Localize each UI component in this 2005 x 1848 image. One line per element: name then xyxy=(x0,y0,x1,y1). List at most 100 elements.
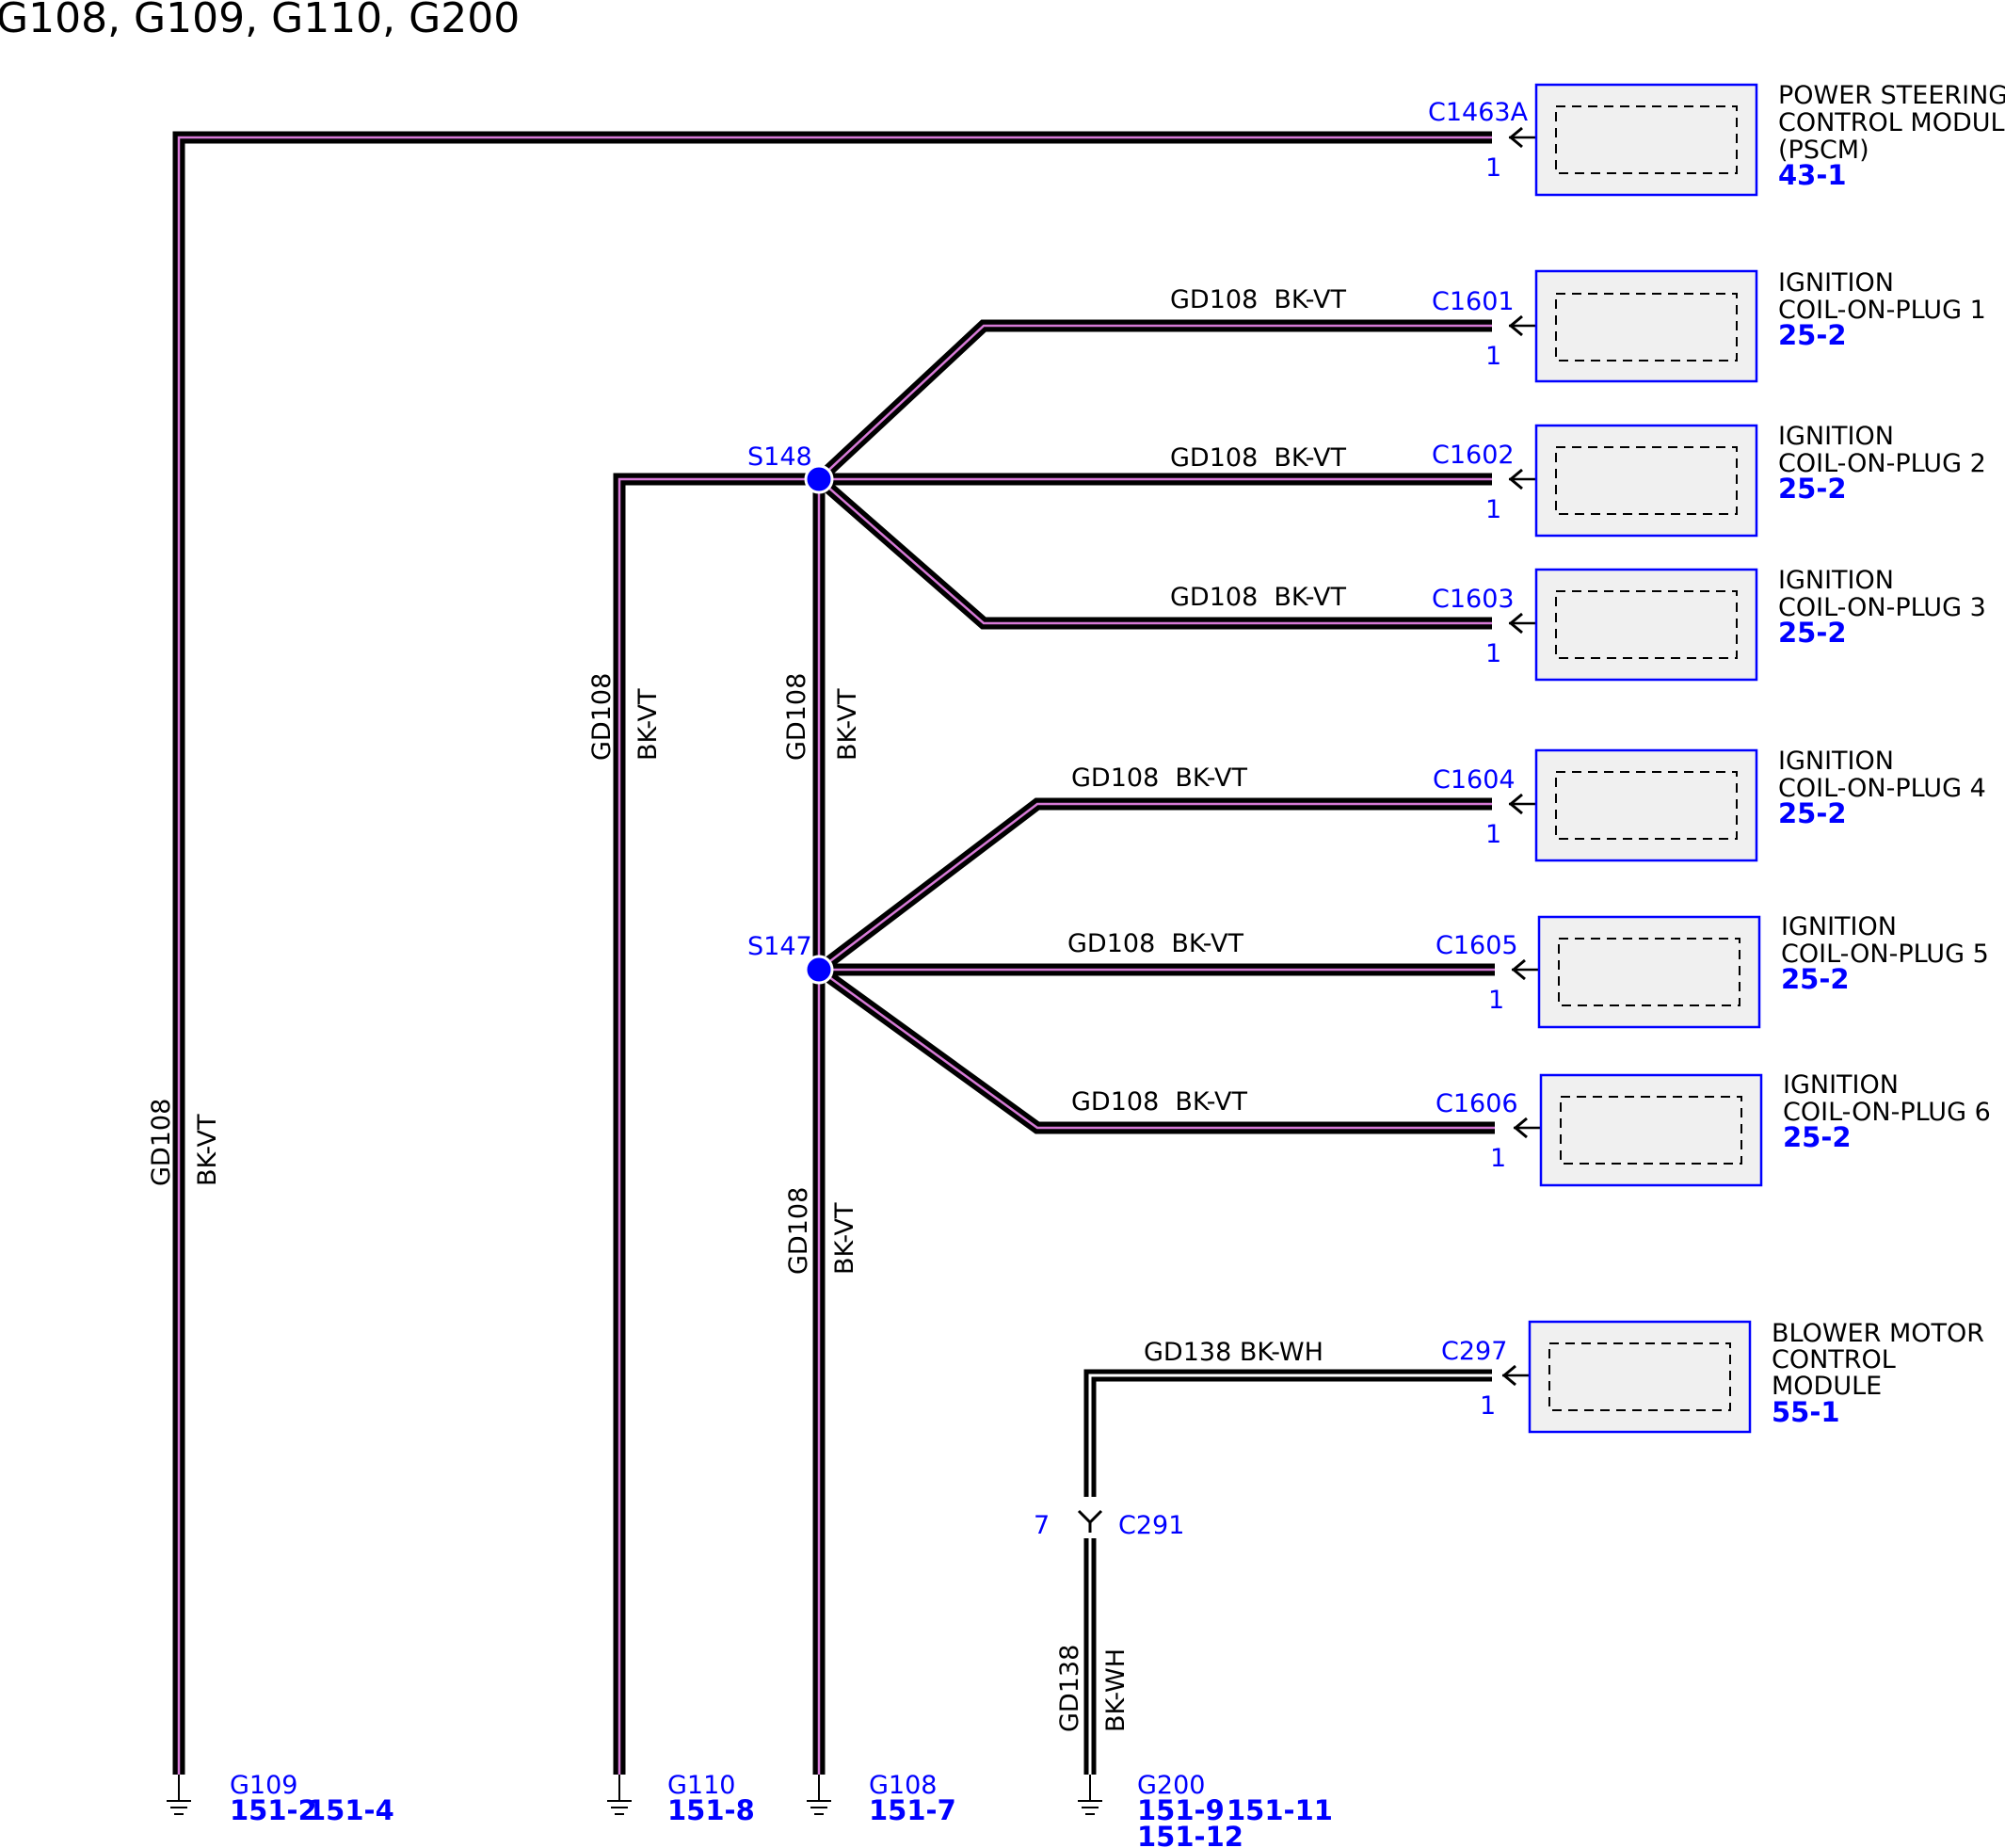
module-blower-motor[interactable] xyxy=(1501,1320,1752,1434)
wire-gd108-g109[interactable] xyxy=(172,131,1492,1775)
wire-color-bkvt-s148: BK-VT xyxy=(833,688,862,761)
module-blower-motor-name-2: CONTROL xyxy=(1772,1345,1896,1374)
module-pscm-name-1: POWER STEERING xyxy=(1778,81,2005,110)
wire-label-c1605: GD108 BK-VT xyxy=(1067,929,1243,958)
wire-label-c1601: GD108 BK-VT xyxy=(1170,285,1346,314)
ground-g108-icon[interactable] xyxy=(807,1775,831,1815)
module-cop4-name-1: IGNITION xyxy=(1778,747,1894,776)
horizontal-wire-labels: GD108 BK-VT GD108 BK-VT GD108 BK-VT GD10… xyxy=(1067,285,1346,1367)
splice-s147[interactable] xyxy=(804,955,834,985)
module-cop3-ref[interactable]: 25-2 xyxy=(1778,617,1847,649)
wire-gd108-c1603[interactable] xyxy=(814,474,1492,630)
wire-color-bkvt-g110: BK-VT xyxy=(634,688,663,761)
module-cop5-name-1: IGNITION xyxy=(1781,912,1897,941)
module-cop5[interactable] xyxy=(1511,915,1761,1029)
connector-c1606-label: C1606 xyxy=(1436,1089,1518,1118)
module-cop2-name-1: IGNITION xyxy=(1778,422,1894,451)
connector-c1602-pin: 1 xyxy=(1485,495,1501,524)
connector-c1602-label: C1602 xyxy=(1432,441,1515,470)
ground-g108-label: G108 xyxy=(869,1771,937,1800)
wire-color-bkvt-g109: BK-VT xyxy=(193,1114,222,1186)
wire-label-gd138-g200: GD138 xyxy=(1055,1645,1084,1732)
wires xyxy=(172,131,1495,1775)
connector-c1604-pin: 1 xyxy=(1485,820,1501,849)
ground-g110-icon[interactable] xyxy=(607,1775,632,1815)
ground-g109-label: G109 xyxy=(230,1771,297,1800)
ground-g110-label: G110 xyxy=(667,1771,735,1800)
ground-g108-ref-1[interactable]: 151-7 xyxy=(869,1794,956,1826)
connector-c1605-label: C1605 xyxy=(1436,931,1518,960)
ground-g200-icon[interactable] xyxy=(1078,1775,1102,1815)
wire-label-gd108-g108: GD108 xyxy=(784,1187,813,1275)
wire-label-c1603: GD108 BK-VT xyxy=(1170,583,1346,612)
module-cop6-name-2: COIL-ON-PLUG 6 xyxy=(1783,1098,1991,1127)
wire-label-c1606: GD108 BK-VT xyxy=(1071,1087,1247,1117)
wire-gd138-c297[interactable] xyxy=(1083,1369,1492,1497)
wire-label-gd108-s148: GD108 xyxy=(782,673,811,761)
module-cop2-name-2: COIL-ON-PLUG 2 xyxy=(1778,449,1986,478)
inline-connector-c291[interactable] xyxy=(1077,1509,1103,1533)
module-cop6-ref[interactable]: 25-2 xyxy=(1783,1121,1852,1153)
splice-s148-label: S148 xyxy=(747,442,812,472)
wire-label-gd108-g109: GD108 xyxy=(147,1099,176,1186)
splice-s147-label: S147 xyxy=(747,932,812,961)
module-cop1-ref[interactable]: 25-2 xyxy=(1778,319,1847,351)
module-cop4-name-2: COIL-ON-PLUG 4 xyxy=(1778,774,1986,803)
connector-c1606-pin: 1 xyxy=(1490,1144,1506,1173)
module-cop3-name-1: IGNITION xyxy=(1778,566,1894,595)
module-pscm-name-2: CONTROL MODULE xyxy=(1778,108,2005,137)
module-cop4-ref[interactable]: 25-2 xyxy=(1778,797,1847,829)
wire-label-gd108-g110: GD108 xyxy=(587,673,617,761)
ground-g200-ref-3[interactable]: 151-12 xyxy=(1137,1821,1243,1848)
ground-g109-icon[interactable] xyxy=(167,1775,191,1815)
grounds: G109 151-2 151-4 G110 151-8 G108 151-7 G… xyxy=(167,1771,1333,1848)
ground-g109-ref-1[interactable]: 151-2 xyxy=(230,1794,317,1826)
module-cop1-name-2: COIL-ON-PLUG 1 xyxy=(1778,296,1986,325)
module-pscm-name-3: (PSCM) xyxy=(1778,136,1869,165)
wire-gd108-c1601[interactable] xyxy=(814,319,1492,484)
wire-gd108-c1604[interactable] xyxy=(815,797,1492,975)
wire-label-c1604: GD108 BK-VT xyxy=(1071,763,1247,793)
connector-c1601-pin: 1 xyxy=(1485,342,1501,371)
module-cop6-name-1: IGNITION xyxy=(1783,1070,1899,1100)
vertical-wire-labels: GD108 BK-VT GD108 BK-VT GD108 BK-VT GD10… xyxy=(147,673,1131,1732)
module-cop2[interactable] xyxy=(1508,424,1758,538)
wire-color-bkvt-g108: BK-VT xyxy=(830,1202,859,1275)
module-cop5-ref[interactable]: 25-2 xyxy=(1781,963,1850,995)
ground-g109-ref-2[interactable]: 151-4 xyxy=(307,1794,394,1826)
modules: C1463A 1 POWER STEERING CONTROL MODULE (… xyxy=(1428,81,2005,1434)
module-cop5-name-2: COIL-ON-PLUG 5 xyxy=(1781,940,1989,969)
page-title: G108, G109, G110, G200 xyxy=(0,0,520,42)
module-cop4[interactable] xyxy=(1508,748,1758,862)
wire-gd108-g110[interactable] xyxy=(613,473,819,1775)
ground-g110-ref-1[interactable]: 151-8 xyxy=(667,1794,755,1826)
connector-c1601-label: C1601 xyxy=(1432,287,1515,316)
module-blower-motor-name-3: MODULE xyxy=(1772,1372,1882,1401)
wire-gd108-c1606[interactable] xyxy=(815,964,1495,1134)
wire-color-bkwh-g200: BK-WH xyxy=(1101,1648,1131,1732)
ground-g200-ref-1[interactable]: 151-9 xyxy=(1137,1794,1225,1826)
connector-c1604-label: C1604 xyxy=(1433,765,1516,795)
connector-c1603-pin: 1 xyxy=(1485,639,1501,668)
module-cop1-name-1: IGNITION xyxy=(1778,268,1894,297)
connector-c1605-pin: 1 xyxy=(1488,986,1504,1015)
splice-s148[interactable] xyxy=(804,464,834,494)
module-blower-motor-name-1: BLOWER MOTOR xyxy=(1772,1319,1984,1348)
module-cop1[interactable] xyxy=(1508,269,1758,383)
module-cop2-ref[interactable]: 25-2 xyxy=(1778,473,1847,505)
module-pscm-ref[interactable]: 43-1 xyxy=(1778,159,1847,191)
connector-c297-pin: 1 xyxy=(1480,1391,1496,1421)
inline-connector-c291-label: C291 xyxy=(1118,1511,1184,1540)
module-cop6[interactable] xyxy=(1513,1073,1763,1187)
connector-c1463a-label: C1463A xyxy=(1428,98,1529,127)
module-cop3[interactable] xyxy=(1508,568,1758,682)
module-blower-motor-ref[interactable]: 55-1 xyxy=(1772,1396,1840,1428)
wire-label-c1602: GD108 BK-VT xyxy=(1170,443,1346,473)
connector-c297-label: C297 xyxy=(1441,1337,1507,1366)
ground-g200-label: G200 xyxy=(1137,1771,1205,1800)
module-pscm[interactable] xyxy=(1508,83,1758,197)
module-cop3-name-2: COIL-ON-PLUG 3 xyxy=(1778,593,1986,622)
wire-label-c297: GD138 BK-WH xyxy=(1144,1338,1323,1367)
ground-g200-ref-2[interactable]: 151-11 xyxy=(1227,1794,1333,1826)
